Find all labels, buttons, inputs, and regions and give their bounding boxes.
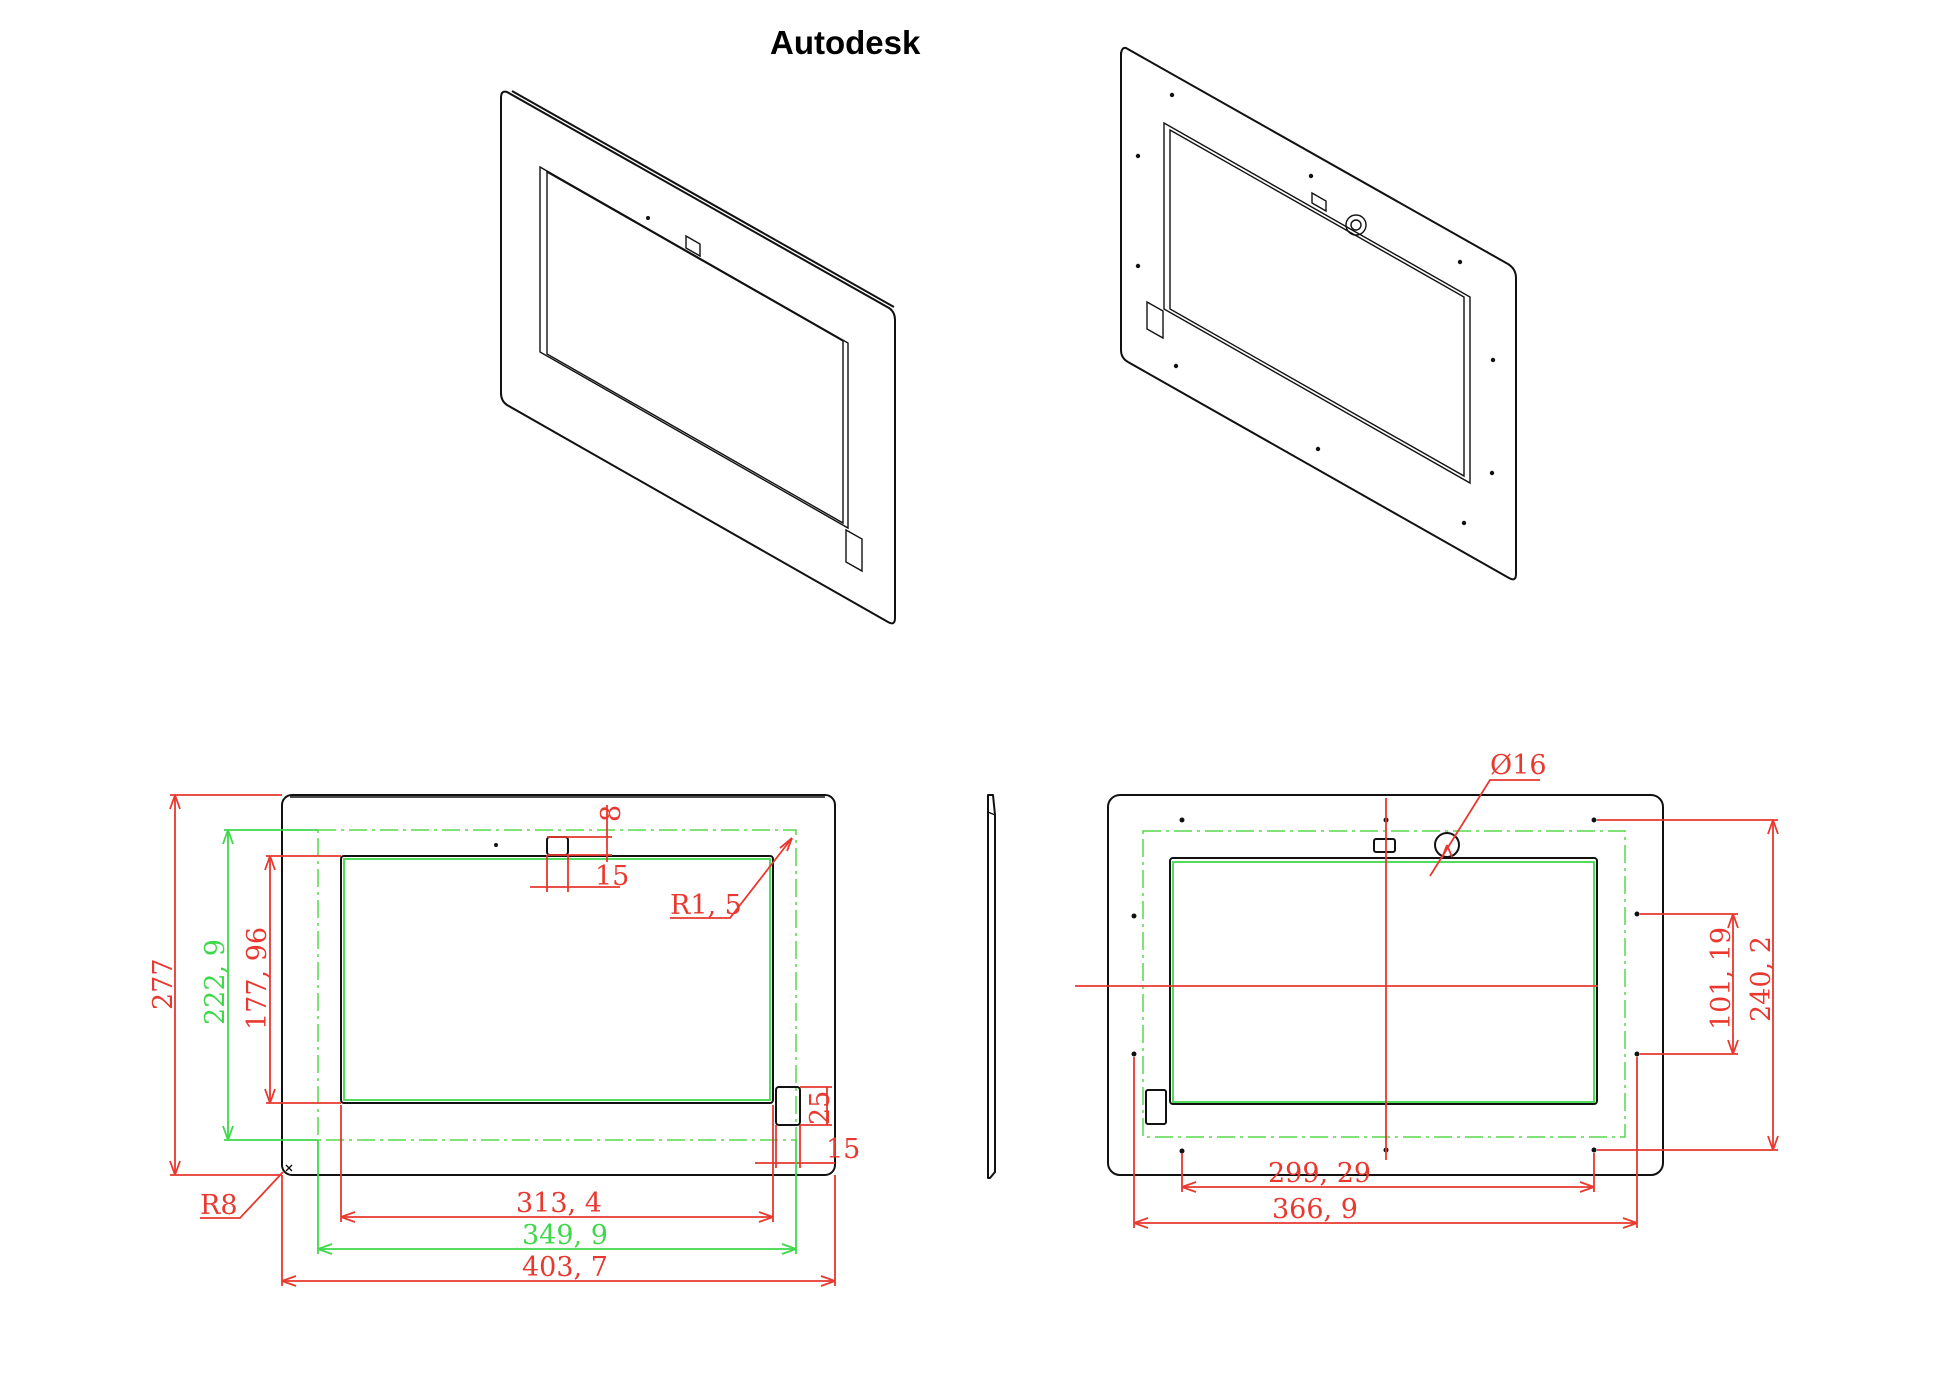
rear-view: Ø16 101, 19 240, 2 299, 29 366, 9 <box>1075 750 1779 1229</box>
dim-corner-radius: R8 <box>200 1190 238 1221</box>
dim-side-slot-height: 25 <box>805 1091 836 1125</box>
dim-green-height: 222, 9 <box>200 939 231 1025</box>
dim-camera-hole: Ø16 <box>1490 750 1547 781</box>
dim-hole-pitch-h-inner: 299, 29 <box>1268 1158 1371 1189</box>
dim-slot-offset: 15 <box>595 861 629 892</box>
dim-overall-height: 277 <box>148 958 179 1010</box>
dim-hole-pitch-v-inner: 101, 19 <box>1706 927 1737 1030</box>
dim-hole-pitch-v-outer: 240, 2 <box>1746 936 1777 1022</box>
dim-slot-height: 8 <box>596 805 627 822</box>
side-view <box>987 794 996 1179</box>
dim-side-slot-offset: 15 <box>826 1134 860 1165</box>
dim-overall-width: 403, 7 <box>522 1252 608 1283</box>
dim-cutout-height: 177, 96 <box>242 927 273 1030</box>
front-view: 277 222, 9 177, 96 R8 R1, 5 8 15 25 15 3… <box>148 794 860 1287</box>
dim-hole-pitch-h-outer: 366, 9 <box>1272 1194 1358 1225</box>
dim-cutout-width: 313, 4 <box>516 1188 602 1219</box>
title: Autodesk <box>770 24 921 61</box>
isometric-front-view <box>500 90 896 625</box>
dim-inner-radius: R1, 5 <box>670 890 742 921</box>
isometric-rear-view <box>1120 46 1517 581</box>
dim-green-width: 349, 9 <box>522 1220 608 1251</box>
